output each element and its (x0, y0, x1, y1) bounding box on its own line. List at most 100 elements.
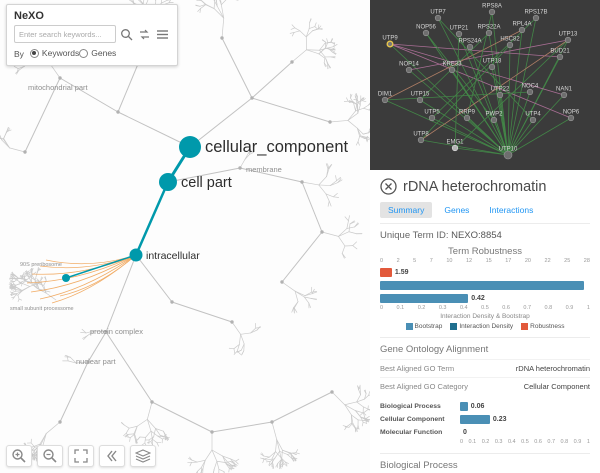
unique-term-id: Unique Term ID: NEXO:8854 (380, 223, 590, 244)
svg-text:RRP9: RRP9 (459, 110, 476, 116)
tab-genes[interactable]: Genes (436, 202, 477, 218)
go-score-value: 0 (463, 429, 467, 436)
gene-node-NOP56[interactable] (422, 29, 430, 37)
svg-text:EMG1: EMG1 (446, 140, 464, 146)
zoom-in-button[interactable] (6, 445, 32, 467)
gene-node-RPS22A[interactable] (485, 29, 493, 37)
radio-genes[interactable]: Genes (79, 48, 116, 58)
gene-node-UTP5[interactable] (428, 114, 436, 122)
term-detail-panel: rDNA heterochromatin Summary Genes Inter… (370, 170, 600, 473)
gene-node-UTP21[interactable] (455, 30, 463, 38)
gene-node-BUD21[interactable] (556, 53, 564, 61)
network-background (370, 0, 600, 170)
legend-label: Bootstrap (414, 323, 443, 330)
svg-text:intracellular: intracellular (146, 250, 200, 262)
legend-label: Interaction Density (459, 323, 514, 330)
zoom-in-icon (12, 449, 26, 463)
bar-robustness: 1.59 (380, 266, 590, 278)
tab-summary[interactable]: Summary (380, 202, 433, 218)
selected-term-nodes (62, 136, 201, 282)
svg-text:DIM1: DIM1 (378, 92, 393, 98)
gene-node-RPS24A[interactable] (466, 43, 474, 51)
svg-text:UTP10: UTP10 (499, 147, 518, 153)
search-button[interactable] (119, 27, 134, 42)
legend-label: Robustness (530, 323, 565, 330)
view-toolbar (6, 445, 156, 467)
go-score-value: 0.23 (492, 416, 507, 423)
term-node-cellular_component[interactable] (179, 136, 201, 158)
detail-tabs: Summary Genes Interactions (380, 202, 590, 218)
radio-label: Genes (91, 48, 117, 58)
reset-button[interactable] (137, 27, 152, 42)
tree-backbone (24, 37, 333, 433)
bar-value-label: 1.59 (394, 268, 409, 276)
gene-node-UTP8[interactable] (417, 136, 425, 144)
gene-node-RPS8A[interactable] (488, 8, 496, 16)
term-node-cell-part[interactable] (159, 173, 177, 191)
go-bar-track: 0.23 (460, 415, 590, 424)
gene-node-UTP10[interactable] (503, 150, 513, 160)
svg-text:nuclear part: nuclear part (76, 357, 117, 366)
radio-circle[interactable] (29, 48, 39, 58)
fit-to-screen-button[interactable] (68, 445, 94, 467)
term-id-value: NEXO:8854 (451, 230, 502, 241)
layers-button[interactable] (130, 445, 156, 467)
gene-node-RPL4A[interactable] (518, 26, 526, 34)
close-button[interactable] (380, 178, 397, 195)
gene-node-KRE33[interactable] (448, 66, 456, 74)
zoom-out-button[interactable] (37, 445, 63, 467)
svg-text:membrane: membrane (246, 165, 282, 174)
gene-node-EMG1[interactable] (451, 144, 459, 152)
gene-node-DIM1[interactable] (381, 96, 389, 104)
radio-keywords[interactable]: Keywords (29, 48, 79, 58)
svg-text:UTP13: UTP13 (559, 32, 578, 38)
svg-text:UTP22: UTP22 (491, 87, 510, 93)
legend-robustness: Robustness (521, 323, 565, 330)
go-bar-track: 0 (460, 428, 590, 437)
svg-text:RPS8A: RPS8A (482, 4, 502, 10)
svg-text:UTP7: UTP7 (430, 10, 446, 16)
fit-to-screen-icon (74, 449, 88, 463)
term-title: rDNA heterochromatin (403, 178, 547, 195)
gene-node-NAN1[interactable] (560, 91, 568, 99)
tree-junction-nodes[interactable] (23, 36, 334, 434)
menu-button[interactable] (155, 27, 170, 42)
svg-text:UTP5: UTP5 (424, 110, 440, 116)
svg-text:cellular_component: cellular_component (205, 138, 349, 156)
term-node-cluster[interactable] (62, 274, 70, 282)
gene-node-NOP14[interactable] (405, 66, 413, 74)
gene-node-UTP18[interactable] (488, 63, 496, 71)
gene-node-RRP9[interactable] (463, 114, 471, 122)
svg-text:UTP8: UTP8 (413, 132, 429, 138)
radio-circle[interactable] (79, 48, 89, 58)
gene-node-HSC82[interactable] (506, 41, 514, 49)
gene-node-UTP15[interactable] (416, 96, 424, 104)
gene-node-NOP6[interactable] (567, 114, 575, 122)
robustness-bar (380, 267, 392, 277)
search-input[interactable] (14, 25, 116, 43)
collapse-tree-button[interactable] (99, 445, 125, 467)
gene-node-UTP13[interactable] (564, 36, 572, 44)
gene-node-PWP2[interactable] (490, 116, 498, 124)
gene-node-UTP7[interactable] (434, 14, 442, 22)
gene-node-RPS17B[interactable] (532, 14, 540, 22)
svg-text:BUD21: BUD21 (550, 49, 570, 55)
tab-interactions[interactable]: Interactions (481, 202, 541, 218)
gene-node-UTP22[interactable] (496, 91, 504, 99)
gene-node-NOC4[interactable] (526, 88, 534, 96)
go-row-label: Best Aligned GO Category (380, 382, 468, 391)
term-node-intracellular[interactable] (129, 248, 143, 262)
gene-node-UTP9[interactable] (386, 40, 394, 48)
go-category-label: Molecular Function (380, 429, 443, 436)
gene-node-UTP4[interactable] (529, 116, 537, 124)
